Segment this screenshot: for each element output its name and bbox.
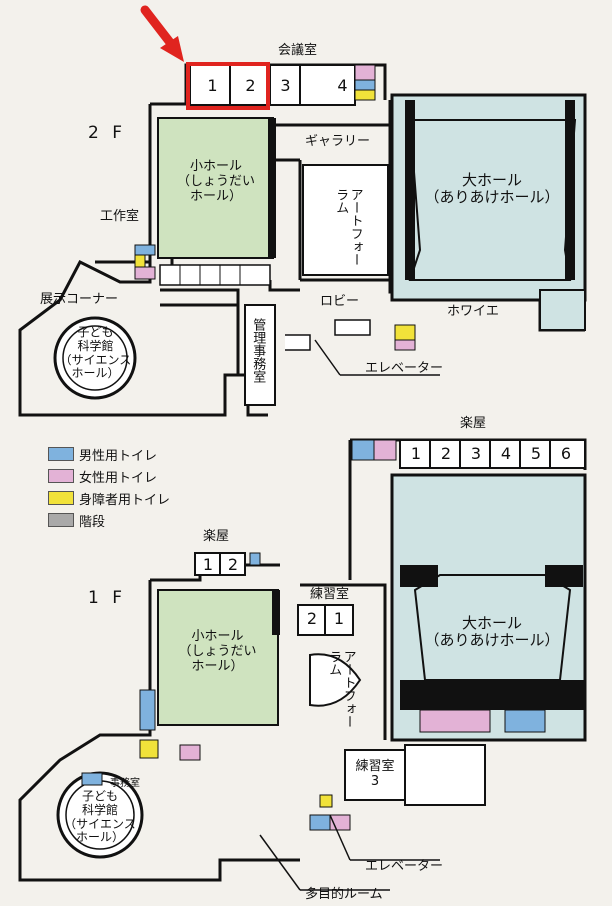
dressing-room-b-6[interactable]: 6 <box>560 444 572 463</box>
exhibition-corner-label[interactable]: 展示コーナー <box>40 292 119 307</box>
legend-item-women: 女性用トイレ <box>48 465 170 487</box>
legend-item-men: 男性用トイレ <box>48 443 170 465</box>
floor-2-label: 2 F <box>88 123 126 143</box>
legend-item-stairs: 階段 <box>48 509 170 531</box>
small-hall-2f-area <box>157 117 274 259</box>
accessible-toilet-swatch <box>48 491 74 505</box>
dressing-room-b-label: 楽屋 <box>460 416 487 431</box>
dressing-room-b-1[interactable]: 1 <box>410 444 422 463</box>
large-hall-1f-area <box>390 473 587 742</box>
small-hall-2f[interactable]: 小ホール （しょうだい ホール） <box>176 159 255 204</box>
lobby-label[interactable]: ロビー <box>320 294 360 309</box>
gallery-label[interactable]: ギャラリー <box>305 134 371 149</box>
art-forum-2f[interactable]: アートフォーラム <box>333 188 363 266</box>
red-arrow-icon <box>140 5 184 62</box>
legend-label-accessible: 身障者用トイレ <box>79 492 171 508</box>
meeting-room-3[interactable]: 3 <box>280 76 291 95</box>
stairs-swatch <box>48 513 74 527</box>
science-hall-1f[interactable]: 子ども 科学館 （サイエンス ホール） <box>64 789 136 845</box>
dressing-room-a-1[interactable]: 1 <box>202 555 214 574</box>
dressing-room-b-5[interactable]: 5 <box>530 444 542 463</box>
legend-item-accessible: 身障者用トイレ <box>48 487 170 509</box>
foyer-label[interactable]: ホワイエ <box>447 304 499 319</box>
dressing-room-b-3[interactable]: 3 <box>470 444 482 463</box>
dressing-room-a-2[interactable]: 2 <box>227 555 239 574</box>
dressing-room-b-4[interactable]: 4 <box>500 444 512 463</box>
men-toilet-swatch <box>48 447 74 461</box>
office-1f-label[interactable]: 事務室 <box>110 778 140 789</box>
elevator-2f-label[interactable]: エレベーター <box>365 361 444 376</box>
admin-office-label[interactable]: 管理事務室 <box>250 318 266 383</box>
art-forum-1f[interactable]: アートフォーラム <box>326 650 356 728</box>
floor-1-label: 1 F <box>88 588 126 608</box>
legend-label-men: 男性用トイレ <box>79 448 158 464</box>
small-hall-1f-area <box>157 589 279 726</box>
meeting-room-label: 会議室 <box>278 43 318 58</box>
dressing-room-a-label: 楽屋 <box>203 529 230 544</box>
large-hall-1f[interactable]: 大ホール （ありあけホール） <box>424 614 560 650</box>
small-hall-1f[interactable]: 小ホール （しょうだい ホール） <box>178 629 257 674</box>
workshop-label[interactable]: 工作室 <box>100 209 140 224</box>
practice-room-a-label: 練習室 <box>310 587 350 602</box>
meeting-room-4[interactable]: 4 <box>337 76 348 95</box>
legend-label-women: 女性用トイレ <box>79 470 158 486</box>
meeting-rooms-highlight <box>186 62 270 110</box>
multipurpose-room-label[interactable]: 多目的ルーム <box>305 887 383 902</box>
large-hall-2f[interactable]: 大ホール （ありあけホール） <box>424 171 560 207</box>
legend-label-stairs: 階段 <box>79 514 106 530</box>
meeting-room-2[interactable]: 2 <box>245 76 256 95</box>
practice-room-2[interactable]: 2 <box>306 609 318 628</box>
meeting-room-1[interactable]: 1 <box>207 76 218 95</box>
dressing-room-b-2[interactable]: 2 <box>440 444 452 463</box>
practice-room-1[interactable]: 1 <box>333 609 345 628</box>
legend: 男性用トイレ 女性用トイレ 身障者用トイレ 階段 <box>48 443 170 531</box>
elevator-1f-label[interactable]: エレベーター <box>365 859 444 874</box>
science-hall-2f[interactable]: 子ども 科学館 （サイエンス ホール） <box>59 325 132 381</box>
women-toilet-swatch <box>48 469 74 483</box>
practice-room-3[interactable]: 練習室 3 <box>355 759 395 789</box>
